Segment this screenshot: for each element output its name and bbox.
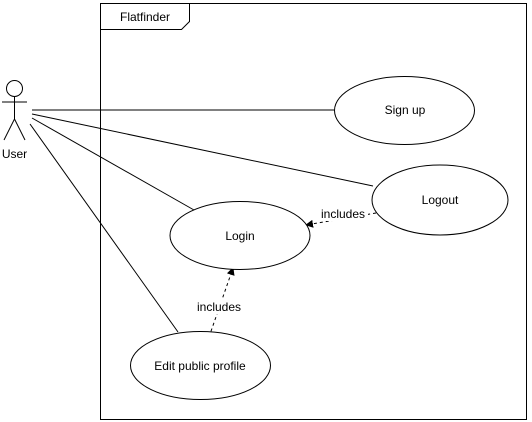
include-edit-profile-login: includes [195,267,245,338]
include-label-edit-profile: includes [197,300,241,314]
include-label-logout: includes [321,207,365,221]
use-case-login-label: Login [225,229,254,243]
use-case-logout[interactable]: Logout [371,164,509,236]
actor-right-leg [14,118,26,141]
actor-name: User [2,147,27,161]
use-case-edit-profile-label: Edit public profile [154,359,246,373]
association-edit-profile [29,123,179,333]
actor-user[interactable]: User [2,80,27,162]
use-case-login[interactable]: Login [169,201,311,270]
associations [29,109,374,333]
include-logout-login: includes [305,206,377,228]
use-case-signup-label: Sign up [385,103,426,117]
use-case-logout-label: Logout [422,193,459,207]
use-case-edit-profile[interactable]: Edit public profile [130,331,271,400]
association-logout [31,113,374,187]
use-case-signup[interactable]: Sign up [334,76,475,145]
association-login [31,117,195,211]
actor-left-leg [3,118,15,141]
system-name: Flatfinder [120,10,170,24]
actor-head [6,80,23,97]
